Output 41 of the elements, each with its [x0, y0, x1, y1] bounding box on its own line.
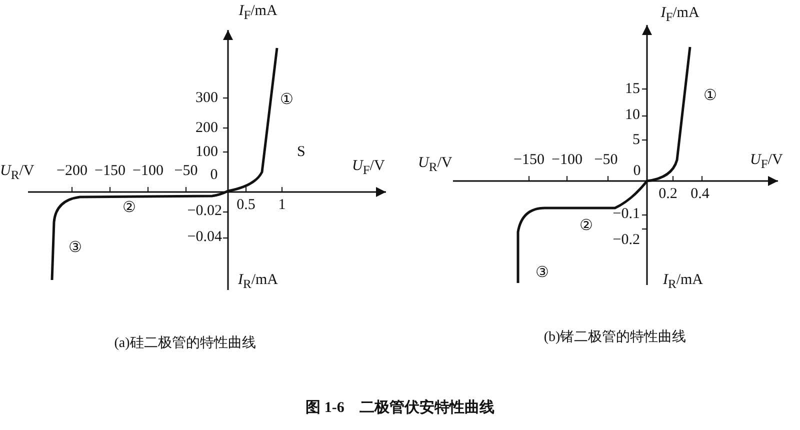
axis-label: 15 — [625, 81, 640, 97]
axis-label: 5 — [632, 132, 640, 148]
axis-label: 300 — [196, 90, 218, 106]
axis-label: I$_{F}$/mA — [238, 3, 278, 23]
axis-label: −200 — [56, 163, 88, 179]
axis-label: 10 — [625, 107, 640, 123]
axis-label: ① — [280, 92, 293, 108]
axis-label: ① — [704, 88, 716, 104]
axis-label: I$_{F}$/mA — [660, 5, 700, 25]
figure-caption: 图 1-6 二极管伏安特性曲线 — [306, 398, 494, 417]
axis-label: 0 — [633, 163, 641, 179]
axis-label: −0.04 — [187, 229, 222, 245]
axis-label: 0.5 — [236, 197, 256, 213]
axis-label: −50 — [594, 152, 618, 168]
axis-label: U$_{F}$/V — [750, 152, 783, 172]
axis-label: ③ — [536, 265, 548, 281]
axis-label: 0 — [210, 167, 218, 183]
axis-label: U$_{F}$/V — [352, 158, 385, 178]
axis-label: S — [297, 144, 306, 160]
axis-label: ② — [122, 200, 136, 216]
axis-label: I$_{R}$/mA — [238, 272, 278, 292]
axis-label: 200 — [196, 120, 218, 136]
axis-label: 100 — [196, 144, 218, 160]
axis-label: 0.2 — [658, 186, 678, 202]
axis-label: ② — [580, 218, 592, 234]
axis-label: −150 — [94, 163, 126, 179]
axis-label: I$_{R}$/mA — [663, 272, 703, 292]
axis-label: 1 — [278, 197, 286, 213]
axis-label: 0.4 — [690, 186, 710, 202]
axis-label: U$_{R}$/V — [0, 163, 34, 183]
axis-label: −0.2 — [612, 232, 640, 248]
axis-label: −0.02 — [187, 203, 222, 219]
axis-label: −50 — [174, 163, 198, 179]
axis-label: ③ — [68, 240, 82, 256]
axis-label: −100 — [132, 163, 164, 179]
axis-label: −100 — [552, 152, 582, 168]
subcaption: (a)硅二极管的特性曲线 — [114, 336, 256, 352]
axis-label: −0.1 — [612, 206, 640, 222]
subcaption: (b)锗二极管的特性曲线 — [544, 330, 686, 346]
axis-label: U$_{R}$/V — [418, 155, 452, 175]
axis-label: −150 — [514, 152, 544, 168]
